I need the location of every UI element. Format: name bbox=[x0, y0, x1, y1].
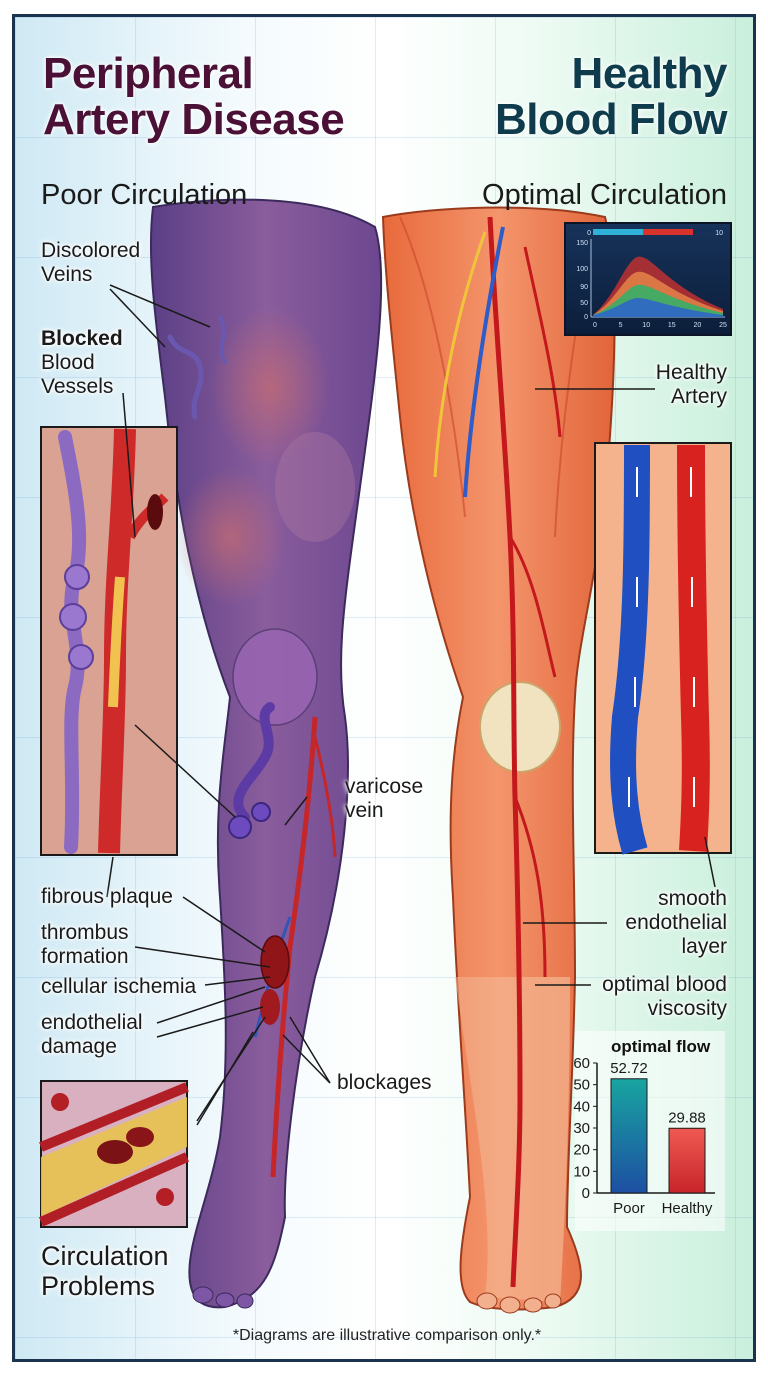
bar-y-tick-label: 50 bbox=[573, 1077, 590, 1094]
bar-y-tick-label: 30 bbox=[573, 1120, 590, 1137]
label-vein: vein bbox=[345, 799, 384, 822]
mini-x-tick: 25 bbox=[719, 322, 727, 329]
label-discolored-veins-line-2: Veins bbox=[41, 263, 93, 286]
label-vessels: Vessels bbox=[41, 375, 114, 398]
footnote: *Diagrams are illustrative comparison on… bbox=[232, 1327, 542, 1344]
mini-x-tick: 5 bbox=[619, 322, 623, 329]
bar-chart-title: optimal flow bbox=[611, 1037, 711, 1056]
left-title: Peripheral Artery Disease bbox=[43, 49, 345, 144]
label-thrombus: thrombus bbox=[41, 921, 129, 944]
bar-y-tick-label: 60 bbox=[573, 1055, 590, 1072]
left-subtitle: Poor Circulation bbox=[41, 179, 248, 211]
flow-curve-mini-chart bbox=[564, 222, 732, 336]
label-damage: damage bbox=[41, 1035, 117, 1058]
label-cellular-ischemia: cellular ischemia bbox=[41, 975, 197, 998]
left-title-line-2: Artery Disease bbox=[43, 95, 345, 144]
mini-legend-tick: 10 bbox=[715, 230, 723, 237]
label-blood: Blood bbox=[41, 351, 95, 374]
right-title-line-2: Blood Flow bbox=[494, 95, 728, 144]
label-discolored-veins-line-1: Discolored bbox=[41, 239, 141, 262]
mini-y-tick: 0 bbox=[584, 314, 588, 321]
left-title-line-1: Peripheral bbox=[43, 49, 254, 98]
mini-x-tick: 0 bbox=[593, 322, 597, 329]
bar-y-tick-label: 20 bbox=[573, 1142, 590, 1159]
right-subtitle: Optimal Circulation bbox=[482, 179, 727, 211]
label-smooth-endothelial-layer: smooth endothelial layer bbox=[625, 887, 727, 959]
label-varicose-vein: varicose vein bbox=[345, 775, 423, 823]
label-problems: Problems bbox=[41, 1271, 156, 1301]
label-endothelial: endothelial bbox=[41, 1011, 143, 1034]
bar-healthy bbox=[668, 1127, 706, 1194]
label-layer: layer bbox=[681, 935, 727, 958]
circulation-problems-inset bbox=[38, 1080, 190, 1228]
label-smooth: smooth bbox=[658, 887, 727, 910]
label-endothelial-r: endothelial bbox=[625, 911, 727, 934]
right-title-line-1: Healthy bbox=[571, 49, 728, 98]
label-healthy-artery: Healthy Artery bbox=[656, 361, 727, 409]
label-endothelial-damage: endothelial damage bbox=[41, 1011, 143, 1059]
right-title: Healthy Blood Flow bbox=[494, 49, 728, 144]
bar-category-label: Healthy bbox=[662, 1200, 713, 1217]
label-fibrous-plaque: fibrous plaque bbox=[41, 885, 173, 908]
bar-data-label: 52.72 bbox=[610, 1060, 648, 1077]
label-circulation-problems: Circulation Problems bbox=[41, 1241, 169, 1301]
label-formation: formation bbox=[41, 945, 129, 968]
mini-x-tick: 20 bbox=[694, 322, 702, 329]
mini-y-tick: 50 bbox=[580, 300, 588, 307]
mini-x-tick: 10 bbox=[642, 322, 650, 329]
label-circulation: Circulation bbox=[41, 1241, 169, 1271]
label-thrombus-formation: thrombus formation bbox=[41, 921, 129, 969]
healthy-leg bbox=[381, 206, 616, 1314]
bar-category-label: Poor bbox=[613, 1200, 645, 1217]
label-varicose: varicose bbox=[345, 775, 424, 798]
label-blocked: Blocked bbox=[41, 327, 123, 350]
bar-y-tick-label: 0 bbox=[582, 1185, 590, 1202]
mini-legend-tick: 0 bbox=[587, 230, 591, 237]
label-blockages: blockages bbox=[337, 1071, 432, 1094]
blocked-vessels-inset bbox=[40, 426, 178, 856]
mini-y-tick: 100 bbox=[576, 266, 588, 273]
label-viscosity: viscosity bbox=[647, 997, 727, 1020]
label-healthy: Healthy bbox=[655, 361, 727, 384]
bar-y-tick-label: 40 bbox=[573, 1098, 590, 1115]
label-optimal-blood-viscosity: optimal blood viscosity bbox=[602, 973, 727, 1021]
label-artery: Artery bbox=[670, 385, 727, 408]
mini-y-tick: 90 bbox=[580, 284, 588, 291]
mini-x-tick: 15 bbox=[668, 322, 676, 329]
label-optimal-blood: optimal blood bbox=[602, 973, 727, 996]
label-discolored-veins: Discolored Veins bbox=[41, 239, 140, 287]
bar-poor bbox=[610, 1078, 648, 1194]
diseased-leg bbox=[149, 198, 383, 1309]
leader-lines bbox=[106, 284, 716, 1126]
mini-y-tick: 150 bbox=[576, 240, 588, 247]
bar-y-tick-label: 10 bbox=[573, 1163, 590, 1180]
bar-data-label: 29.88 bbox=[668, 1109, 706, 1126]
label-blocked-blood-vessels: Blocked Blood Vessels bbox=[41, 327, 123, 399]
healthy-vessels-inset bbox=[594, 442, 732, 855]
